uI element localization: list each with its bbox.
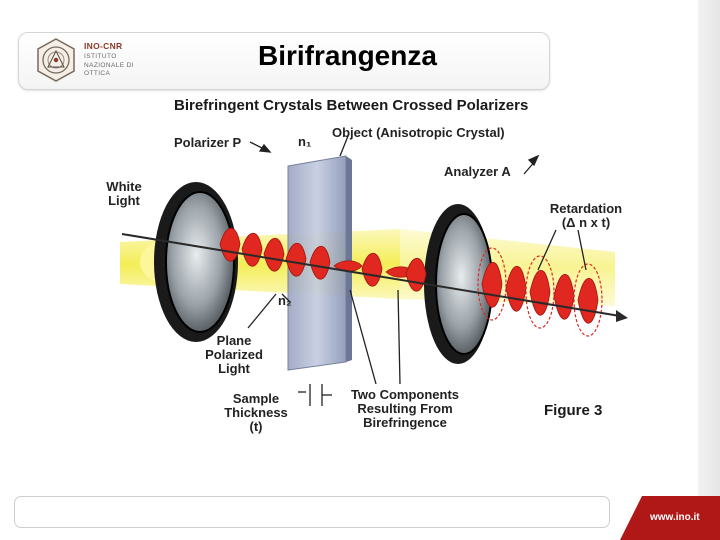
ino-cnr-logo <box>37 38 75 82</box>
logo-subtitle-line-1: Istituto <box>84 53 117 60</box>
label-polarizer-p: Polarizer P <box>174 135 242 150</box>
label-pointers <box>247 135 587 406</box>
logo-emblem-icon <box>37 38 75 82</box>
diagram-title: Birefringent Crystals Between Crossed Po… <box>174 97 529 114</box>
label-n1: n₁ <box>298 134 312 149</box>
diagram-graphic <box>120 135 628 406</box>
label-n2: n₂ <box>278 293 292 308</box>
polarizer-p <box>154 182 238 342</box>
header-bar <box>18 32 550 90</box>
slide-title: Birifrangenza <box>258 40 437 71</box>
logo-org: INO-CNR <box>84 41 123 51</box>
label-analyzer-a: Analyzer A <box>444 164 511 179</box>
label-two-components: Two Components Resulting From Birefringe… <box>350 387 460 430</box>
logo-text: INO-CNR Istituto Nazionale di Ottica <box>84 41 154 79</box>
footer-brand-band <box>620 496 720 540</box>
label-white-light: White Light <box>106 179 142 208</box>
slide-edge-strip <box>698 0 720 540</box>
label-object-crystal: Object (Anisotropic Crystal) <box>332 125 505 140</box>
retardation-envelopes <box>477 247 603 337</box>
figure-label: Figure 3 <box>544 402 603 419</box>
label-retardation: Retardation (Δ n x t) <box>549 201 623 230</box>
birefringence-diagram: Birefringent Crystals Between Crossed Po… <box>100 94 628 438</box>
label-sample-thickness: Sample Thickness (t) <box>224 391 288 434</box>
logo-subtitle-line-2: Nazionale di <box>84 61 134 69</box>
footer-bar <box>14 496 610 528</box>
analyzer-a <box>424 204 493 364</box>
label-plane-polarized-light: Plane Polarized Light <box>205 333 263 376</box>
optical-axis <box>121 233 628 322</box>
website-link[interactable]: www.ino.it <box>650 512 700 523</box>
logo-subtitle-line-3: Ottica <box>84 70 111 77</box>
retarded-output-waves <box>481 262 599 324</box>
